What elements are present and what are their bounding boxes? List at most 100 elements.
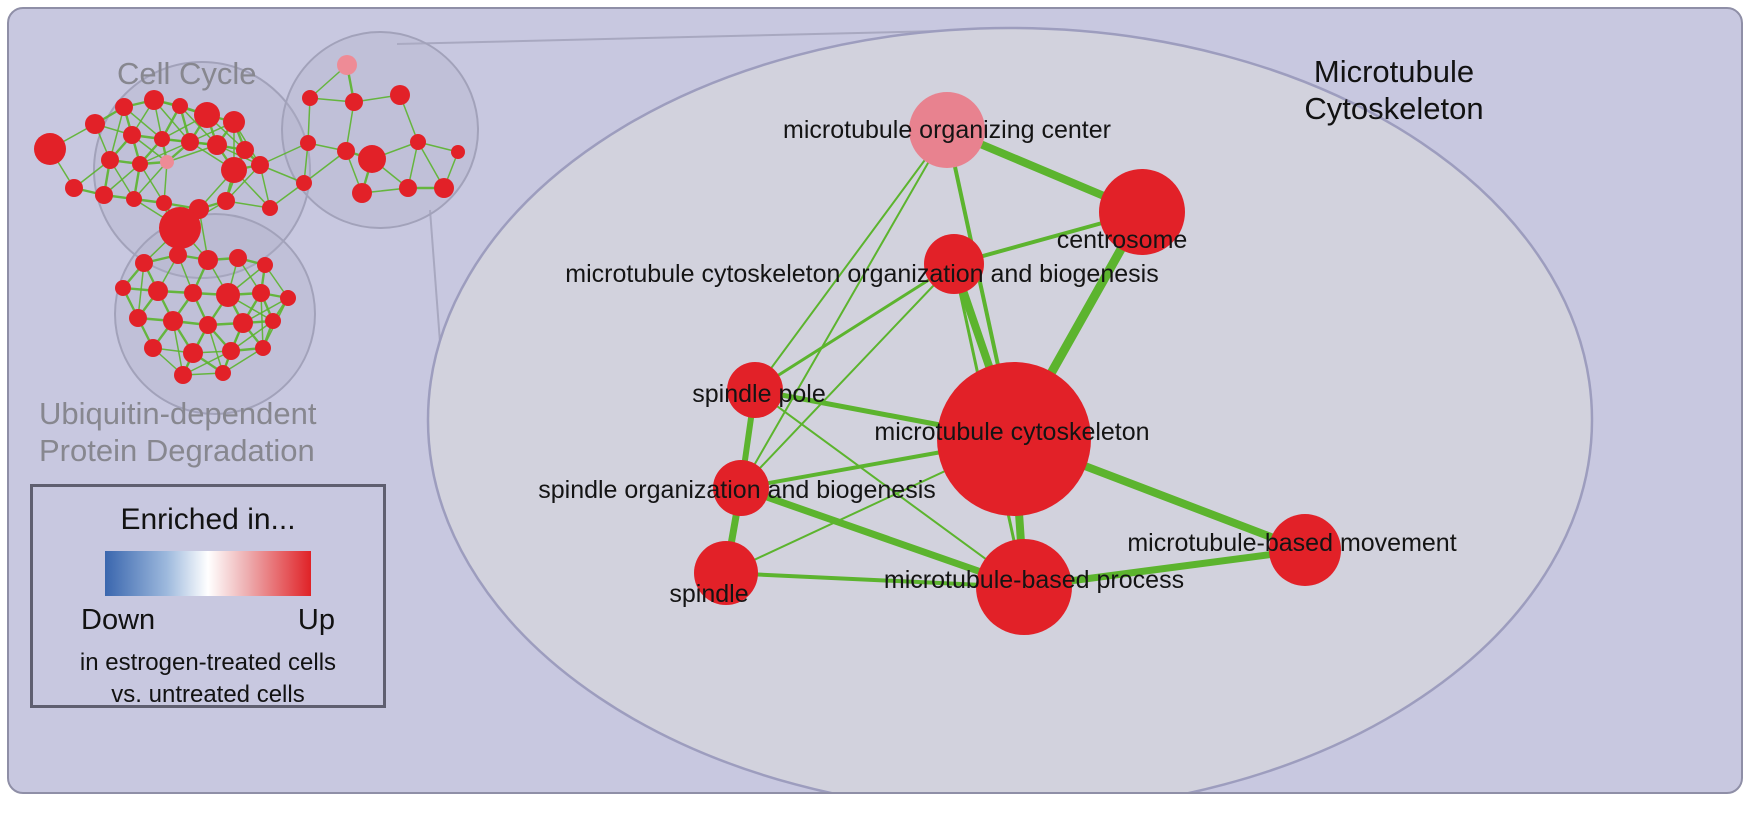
overview-node bbox=[229, 249, 247, 267]
legend-up-label: Up bbox=[297, 604, 335, 636]
overview-node bbox=[215, 365, 231, 381]
overview-node bbox=[216, 283, 240, 307]
overview-node bbox=[115, 98, 133, 116]
overview-node bbox=[95, 186, 113, 204]
overview-node bbox=[337, 55, 357, 75]
overview-node bbox=[280, 290, 296, 306]
node-label: microtubule-based process bbox=[884, 566, 1184, 594]
detail-edge bbox=[740, 263, 955, 489]
overview-node bbox=[160, 155, 174, 169]
overview-node bbox=[169, 246, 187, 264]
overview-node bbox=[352, 183, 372, 203]
overview-node bbox=[181, 133, 199, 151]
overview-node bbox=[399, 179, 417, 197]
overview-node bbox=[207, 135, 227, 155]
overview-node bbox=[194, 102, 220, 128]
overview-node bbox=[302, 90, 318, 106]
cluster-boundary bbox=[93, 61, 311, 279]
node-label: spindle pole bbox=[692, 380, 825, 408]
overview-node bbox=[222, 342, 240, 360]
legend-endpoint-labels: Down Up bbox=[33, 596, 383, 637]
overview-node bbox=[154, 131, 170, 147]
overview-node bbox=[184, 284, 202, 302]
overview-node bbox=[198, 250, 218, 270]
cluster-title-cell-cycle: Cell Cycle bbox=[117, 56, 257, 91]
node-label: centrosome bbox=[1057, 226, 1188, 254]
overview-node bbox=[148, 281, 168, 301]
overview-node bbox=[144, 339, 162, 357]
overview-node bbox=[163, 311, 183, 331]
overview-node bbox=[129, 309, 147, 327]
overview-node bbox=[144, 90, 164, 110]
detail-node bbox=[909, 92, 985, 168]
node-label: microtubule cytoskeleton bbox=[874, 418, 1149, 446]
overview-node bbox=[296, 175, 312, 191]
overview-node bbox=[223, 111, 245, 133]
overview-node bbox=[257, 257, 273, 273]
detail-node bbox=[1269, 514, 1341, 586]
cluster-boundary bbox=[281, 31, 479, 229]
cluster-title-ubiquitin-degradation: Ubiquitin-dependent Protein Degradation bbox=[39, 396, 317, 469]
legend-caption: in estrogen-treated cells vs. untreated … bbox=[79, 649, 337, 708]
detail-node bbox=[1099, 169, 1185, 255]
overview-node bbox=[434, 178, 454, 198]
overview-edge bbox=[109, 106, 125, 161]
overview-node bbox=[159, 207, 201, 249]
detail-node bbox=[727, 362, 783, 418]
node-label: microtubule cytoskeleton organization an… bbox=[565, 260, 1158, 288]
detail-edge bbox=[740, 129, 948, 489]
overview-node bbox=[337, 142, 355, 160]
overview-node bbox=[358, 145, 386, 173]
overview-node bbox=[172, 98, 188, 114]
overview-node bbox=[101, 151, 119, 169]
legend-title: Enriched in... bbox=[120, 503, 296, 536]
detail-edge bbox=[724, 571, 1026, 589]
overview-node bbox=[65, 179, 83, 197]
overview-edge bbox=[133, 161, 168, 200]
node-label: spindle organization and biogenesis bbox=[538, 476, 936, 504]
overview-node bbox=[390, 85, 410, 105]
overview-node bbox=[183, 343, 203, 363]
node-label: spindle bbox=[669, 580, 748, 608]
enrichment-map-panel: microtubule organizing center centrosome m… bbox=[7, 7, 1743, 794]
zoom-projection-line bbox=[396, 29, 983, 45]
overview-node bbox=[34, 133, 66, 165]
overview-node bbox=[174, 366, 192, 384]
legend-box: Enriched in... Down Up in estrogen-treat… bbox=[30, 484, 386, 708]
detail-node bbox=[713, 460, 769, 516]
overview-node bbox=[221, 157, 247, 183]
overview-edge bbox=[260, 292, 264, 349]
overview-node bbox=[236, 141, 254, 159]
overview-node bbox=[252, 284, 270, 302]
node-label: microtubule organizing center bbox=[783, 116, 1111, 144]
overview-node bbox=[217, 192, 235, 210]
overview-node bbox=[300, 135, 316, 151]
overview-node bbox=[345, 93, 363, 111]
detail-edge bbox=[753, 262, 956, 392]
detail-node bbox=[924, 234, 984, 294]
overview-node bbox=[233, 313, 253, 333]
overview-node bbox=[199, 316, 217, 334]
overview-node bbox=[115, 280, 131, 296]
overview-node bbox=[123, 126, 141, 144]
detail-edge bbox=[737, 484, 1028, 591]
legend-down-label: Down bbox=[81, 604, 156, 636]
overview-node bbox=[156, 195, 172, 211]
cluster-title-microtubule-cytoskeleton: Microtubule Cytoskeleton bbox=[1304, 54, 1484, 127]
overview-edge bbox=[139, 141, 191, 165]
overview-node bbox=[451, 145, 465, 159]
detail-node bbox=[937, 362, 1091, 516]
overview-node bbox=[262, 200, 278, 216]
overview-node bbox=[132, 156, 148, 172]
overview-node bbox=[135, 254, 153, 272]
detail-node bbox=[976, 539, 1072, 635]
overview-node bbox=[265, 313, 281, 329]
node-label: microtubule-based movement bbox=[1127, 529, 1456, 557]
overview-node bbox=[255, 340, 271, 356]
detail-edge bbox=[754, 389, 1025, 588]
detail-node bbox=[694, 541, 758, 605]
legend-gradient-bar bbox=[105, 551, 311, 596]
overview-node bbox=[251, 156, 269, 174]
network-canvas: microtubule organizing center centrosome m… bbox=[34, 26, 1594, 792]
